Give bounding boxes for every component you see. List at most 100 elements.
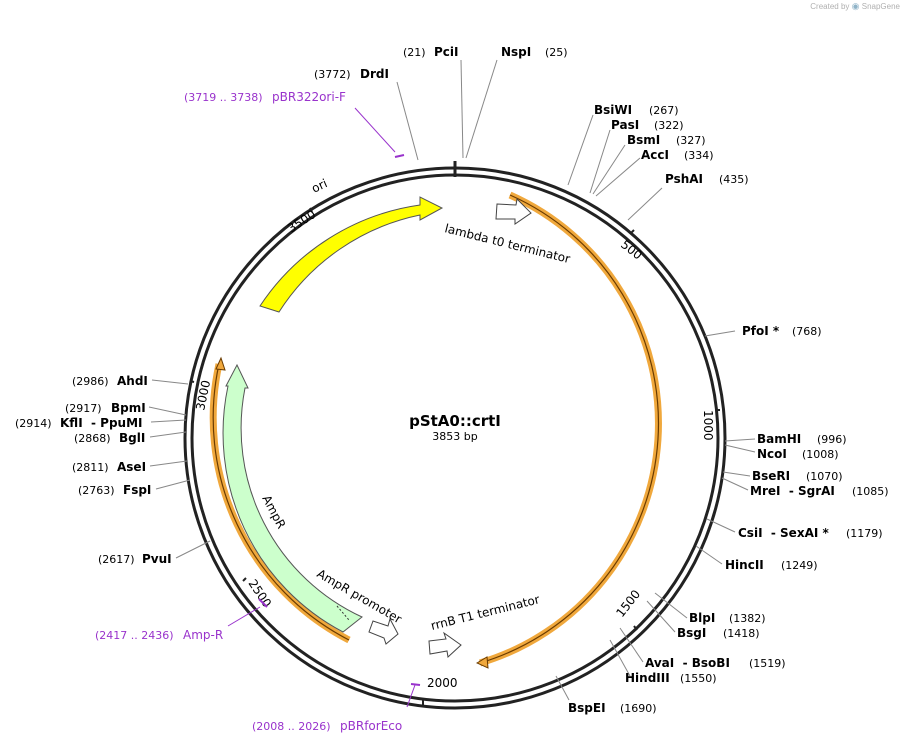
svg-text:(3772): (3772) bbox=[314, 68, 351, 81]
svg-text:(1249): (1249) bbox=[781, 559, 818, 572]
primer-markers bbox=[227, 107, 421, 708]
svg-text:(2811): (2811) bbox=[72, 461, 109, 474]
tick-label: 1000 bbox=[701, 410, 715, 441]
site-pcii[interactable]: (21) PciI bbox=[403, 45, 459, 59]
svg-text:BseRI: BseRI bbox=[752, 469, 790, 483]
svg-text:(1085): (1085) bbox=[852, 485, 889, 498]
svg-text:(768): (768) bbox=[792, 325, 822, 338]
rrnb-t1-label: rrnB T1 terminator bbox=[429, 592, 541, 633]
orange-feature-arc-left bbox=[209, 356, 351, 644]
svg-text:(1550): (1550) bbox=[680, 672, 717, 685]
svg-text:(322): (322) bbox=[654, 119, 684, 132]
svg-text:(25): (25) bbox=[545, 46, 568, 59]
site-hincii[interactable]: HincII (1249) bbox=[725, 558, 818, 572]
site-asei[interactable]: (2811) AseI bbox=[72, 460, 146, 474]
site-mrei-sgrai[interactable]: MreI - SgrAI (1085) bbox=[750, 484, 889, 498]
primer-pbr322ori-f[interactable]: (3719 .. 3738) pBR322ori-F bbox=[184, 90, 346, 104]
svg-text:HincII: HincII bbox=[725, 558, 764, 572]
svg-text:MreI - SgrAI: MreI - SgrAI bbox=[750, 484, 835, 498]
site-bseri[interactable]: BseRI (1070) bbox=[752, 469, 843, 483]
svg-text:AseI: AseI bbox=[117, 460, 146, 474]
svg-text:PshAI: PshAI bbox=[665, 172, 703, 186]
svg-text:(1382): (1382) bbox=[729, 612, 766, 625]
svg-text:(2008 .. 2026): (2008 .. 2026) bbox=[252, 720, 331, 733]
svg-text:CsiI - SexAI *: CsiI - SexAI * bbox=[738, 526, 829, 540]
svg-text:(3719 .. 3738): (3719 .. 3738) bbox=[184, 91, 263, 104]
svg-text:(327): (327) bbox=[676, 134, 706, 147]
svg-text:BspEI: BspEI bbox=[568, 701, 606, 715]
svg-text:Amp-R: Amp-R bbox=[183, 628, 223, 642]
site-acci[interactable]: AccI (334) bbox=[641, 148, 714, 162]
svg-text:FspI: FspI bbox=[123, 483, 151, 497]
site-bsiwi[interactable]: BsiWI (267) bbox=[594, 103, 679, 117]
svg-text:BpmI: BpmI bbox=[111, 401, 146, 415]
site-pfoi[interactable]: PfoI * (768) bbox=[742, 324, 822, 338]
svg-text:NcoI: NcoI bbox=[757, 447, 787, 461]
site-bspei[interactable]: BspEI (1690) bbox=[568, 701, 657, 715]
plasmid-size: 3853 bp bbox=[432, 430, 477, 443]
site-ncoi[interactable]: NcoI (1008) bbox=[757, 447, 839, 461]
site-bpmi[interactable]: (2917) BpmI bbox=[65, 401, 146, 415]
svg-text:PvuI: PvuI bbox=[142, 552, 172, 566]
site-pvui[interactable]: (2617) PvuI bbox=[98, 552, 172, 566]
orange-feature-arc-right bbox=[475, 191, 662, 669]
site-bgli[interactable]: (2868) BglI bbox=[74, 431, 145, 445]
site-avai-bsobi[interactable]: AvaI - BsoBI (1519) bbox=[645, 656, 786, 670]
svg-text:(2868): (2868) bbox=[74, 432, 111, 445]
svg-text:(2617): (2617) bbox=[98, 553, 135, 566]
site-leader-lines bbox=[148, 59, 756, 701]
ori-feature[interactable]: ori bbox=[259, 176, 444, 313]
plasmid-name: pStA0::crtI bbox=[409, 412, 501, 430]
svg-text:(267): (267) bbox=[649, 104, 679, 117]
site-pasi[interactable]: PasI (322) bbox=[611, 118, 684, 132]
svg-text:(2917): (2917) bbox=[65, 402, 102, 415]
svg-text:(334): (334) bbox=[684, 149, 714, 162]
svg-text:(1418): (1418) bbox=[723, 627, 760, 640]
svg-text:(2986): (2986) bbox=[72, 375, 109, 388]
primer-pbrforeco[interactable]: (2008 .. 2026) pBRforEco bbox=[252, 719, 402, 733]
site-nspi[interactable]: NspI (25) bbox=[501, 45, 568, 59]
site-csii-sexai[interactable]: CsiI - SexAI * (1179) bbox=[738, 526, 883, 540]
svg-text:BsmI: BsmI bbox=[627, 133, 660, 147]
site-drdi[interactable]: (3772) DrdI bbox=[314, 67, 389, 81]
svg-text:BsgI: BsgI bbox=[677, 626, 706, 640]
svg-text:(1008): (1008) bbox=[802, 448, 839, 461]
svg-text:(1519): (1519) bbox=[749, 657, 786, 670]
svg-text:(2417 .. 2436): (2417 .. 2436) bbox=[95, 629, 174, 642]
site-labels: (21) PciI NspI (25) (3772) DrdI BsiWI (2… bbox=[15, 45, 889, 715]
svg-text:PfoI *: PfoI * bbox=[742, 324, 780, 338]
site-ahdi[interactable]: (2986) AhdI bbox=[72, 374, 148, 388]
scale-ticks: 500 1000 1500 2000 2500 3000 3500 bbox=[189, 207, 720, 705]
svg-text:(2763): (2763) bbox=[78, 484, 115, 497]
site-blpi[interactable]: BlpI (1382) bbox=[689, 611, 766, 625]
site-bamhi[interactable]: BamHI (996) bbox=[757, 432, 847, 446]
site-pshai[interactable]: PshAI (435) bbox=[665, 172, 749, 186]
svg-text:BglI: BglI bbox=[119, 431, 145, 445]
tick-label: 1500 bbox=[613, 587, 643, 620]
svg-text:BlpI: BlpI bbox=[689, 611, 715, 625]
lambda-t0-terminator-feature[interactable]: lambda t0 terminator bbox=[443, 197, 572, 266]
svg-text:AvaI - BsoBI: AvaI - BsoBI bbox=[645, 656, 730, 670]
site-hindiii[interactable]: HindIII (1550) bbox=[625, 671, 717, 685]
snapgene-watermark: Created by ◉ SnapGene bbox=[810, 1, 900, 12]
snapgene-logo: ◉ bbox=[851, 1, 860, 11]
site-kfli-ppumi[interactable]: (2914) KflI - PpuMI bbox=[15, 416, 143, 430]
site-fspi[interactable]: (2763) FspI bbox=[78, 483, 151, 497]
primer-amp-r[interactable]: (2417 .. 2436) Amp-R bbox=[95, 628, 223, 642]
svg-text:(435): (435) bbox=[719, 173, 749, 186]
svg-text:PasI: PasI bbox=[611, 118, 639, 132]
svg-text:pBRforEco: pBRforEco bbox=[340, 719, 402, 733]
lambda-t0-label: lambda t0 terminator bbox=[443, 221, 571, 266]
svg-text:BsiWI: BsiWI bbox=[594, 103, 632, 117]
site-bsmi[interactable]: BsmI (327) bbox=[627, 133, 706, 147]
svg-text:AccI: AccI bbox=[641, 148, 669, 162]
svg-text:PciI: PciI bbox=[434, 45, 459, 59]
site-bsgi[interactable]: BsgI (1418) bbox=[677, 626, 760, 640]
tick-label: 3500 bbox=[285, 207, 318, 235]
svg-text:pBR322ori-F: pBR322ori-F bbox=[272, 90, 346, 104]
svg-text:KflI - PpuMI: KflI - PpuMI bbox=[60, 416, 143, 430]
snapgene-name: SnapGene bbox=[861, 2, 900, 11]
ori-label: ori bbox=[309, 176, 329, 195]
backbone bbox=[183, 161, 727, 710]
tick-label: 2500 bbox=[246, 577, 275, 610]
